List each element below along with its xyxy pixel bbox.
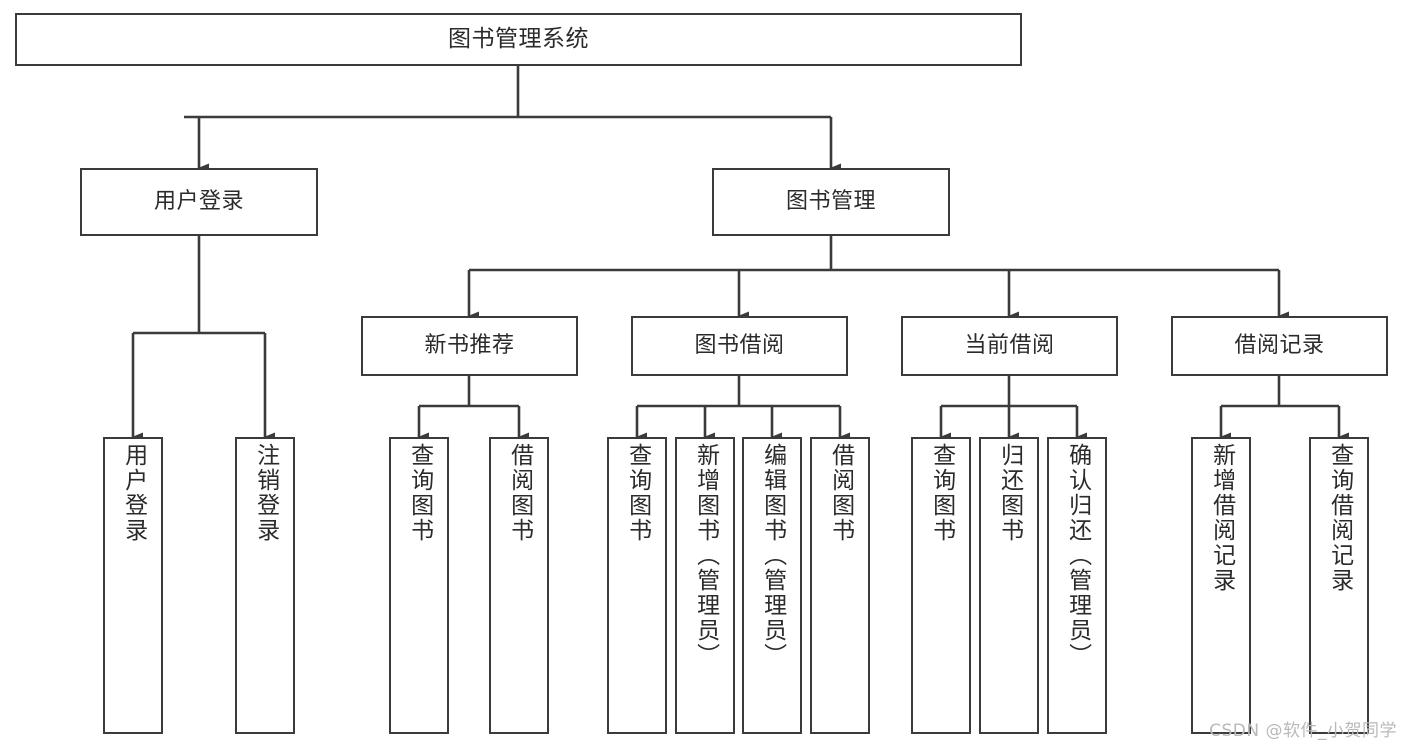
leaf-confirm-return-admin[interactable]: 确认归还（管理员） <box>1047 437 1107 734</box>
node-book-borrow[interactable]: 图书借阅 <box>631 316 848 376</box>
leaf-query-book-borrow[interactable]: 查询图书 <box>607 437 667 734</box>
node-label: 新增图书（管理员） <box>692 443 719 668</box>
leaf-query-borrow-record[interactable]: 查询借阅记录 <box>1309 437 1369 734</box>
node-label: 图书管理 <box>785 188 876 214</box>
node-borrow-record[interactable]: 借阅记录 <box>1171 316 1388 376</box>
node-label: 借阅记录 <box>1234 332 1325 358</box>
leaf-add-book-admin[interactable]: 新增图书（管理员） <box>675 437 735 734</box>
leaf-user-login[interactable]: 用户登录 <box>103 437 163 734</box>
node-label: 确认归还（管理员） <box>1064 443 1091 668</box>
node-label: 归还图书 <box>996 443 1023 543</box>
node-label: 查询图书 <box>624 443 651 543</box>
leaf-query-book-new-recommend[interactable]: 查询图书 <box>389 437 449 734</box>
csdn-watermark: CSDN @软件_小贺同学 <box>1209 721 1397 741</box>
leaf-logout-login[interactable]: 注销登录 <box>235 437 295 734</box>
leaf-query-book-current[interactable]: 查询图书 <box>911 437 971 734</box>
leaf-edit-book-admin[interactable]: 编辑图书（管理员） <box>742 437 802 734</box>
node-label: 借阅图书 <box>506 443 533 543</box>
node-current-borrow[interactable]: 当前借阅 <box>901 316 1118 376</box>
node-label: 编辑图书（管理员） <box>759 443 786 668</box>
node-book-manage[interactable]: 图书管理 <box>712 168 950 236</box>
node-label: 注销登录 <box>252 443 279 543</box>
node-label: 查询借阅记录 <box>1326 443 1353 593</box>
node-user-login[interactable]: 用户登录 <box>80 168 318 236</box>
node-new-book-recommend[interactable]: 新书推荐 <box>361 316 578 376</box>
node-label: 图书管理系统 <box>448 25 589 52</box>
node-label: 查询图书 <box>928 443 955 543</box>
node-root-book-management-system[interactable]: 图书管理系统 <box>15 13 1022 66</box>
leaf-add-borrow-record[interactable]: 新增借阅记录 <box>1191 437 1251 734</box>
node-label: 图书借阅 <box>694 332 785 358</box>
node-label: 用户登录 <box>120 443 147 543</box>
node-label: 当前借阅 <box>964 332 1055 358</box>
leaf-borrow-book-new-recommend[interactable]: 借阅图书 <box>489 437 549 734</box>
node-label: 借阅图书 <box>827 443 854 543</box>
node-label: 用户登录 <box>153 188 244 214</box>
leaf-borrow-book-borrow[interactable]: 借阅图书 <box>810 437 870 734</box>
node-label: 新书推荐 <box>424 332 515 358</box>
node-label: 查询图书 <box>406 443 433 543</box>
node-label: 新增借阅记录 <box>1208 443 1235 593</box>
leaf-return-book[interactable]: 归还图书 <box>979 437 1039 734</box>
